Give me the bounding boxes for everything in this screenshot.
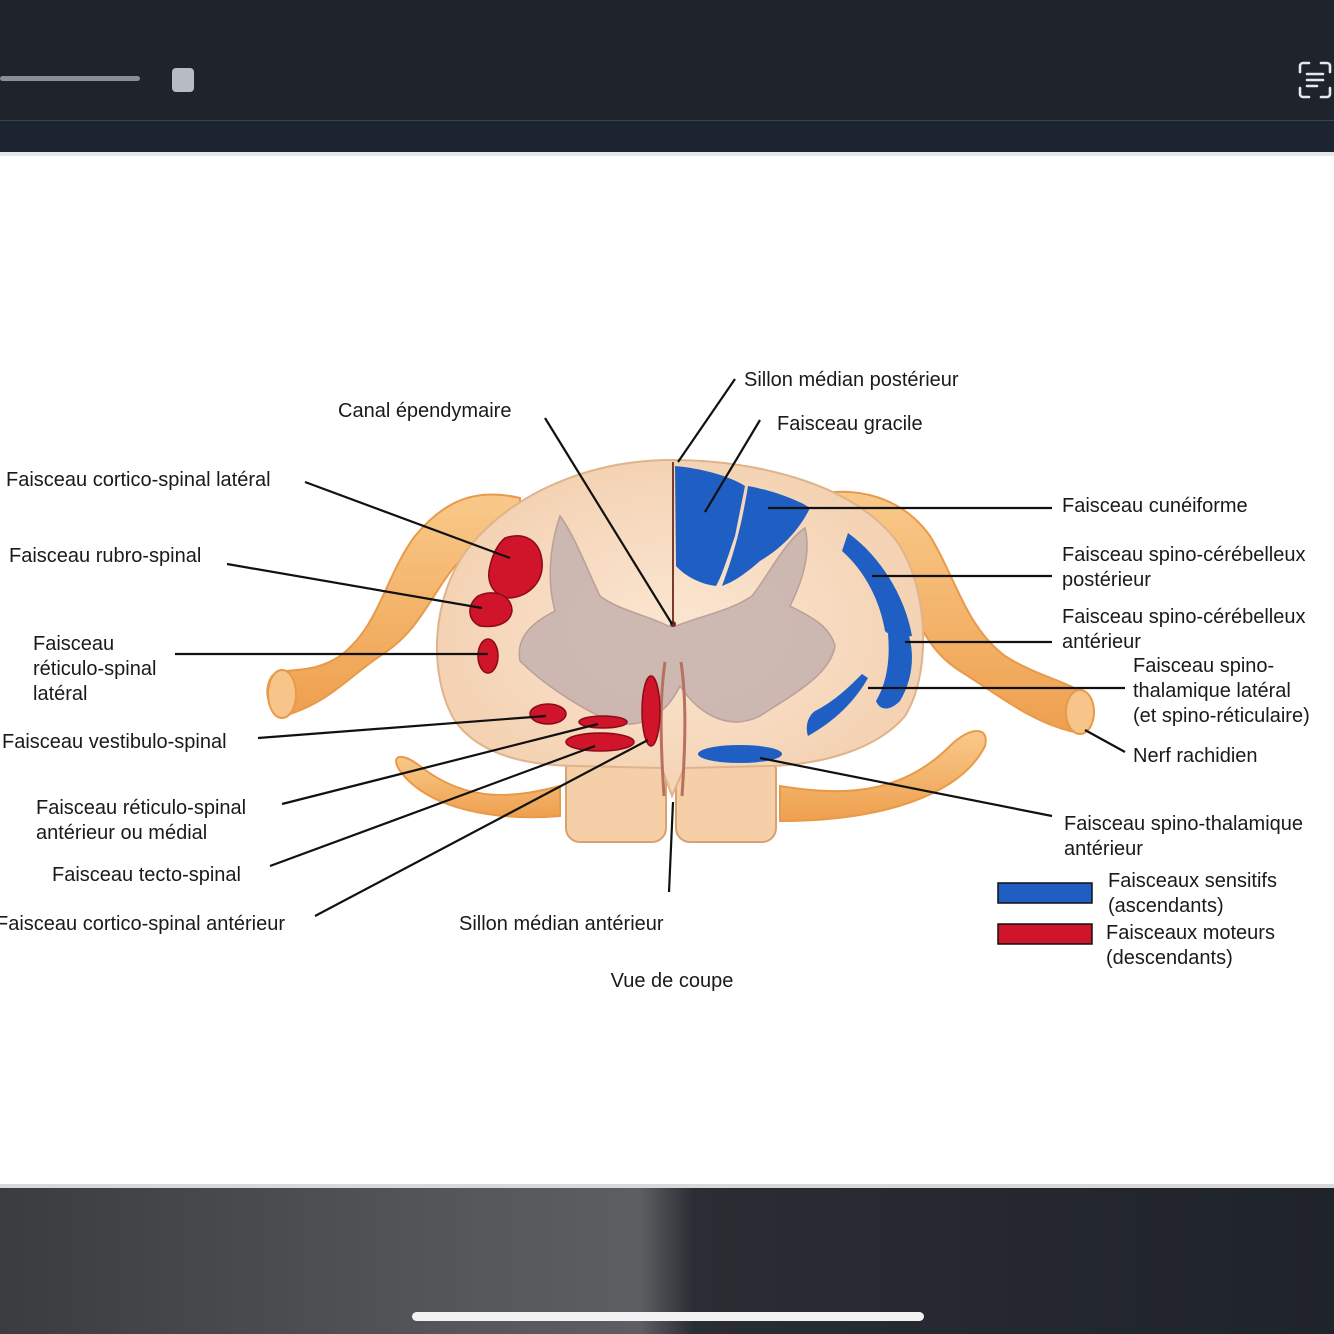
lateral-spinothalamic-tract (806, 674, 868, 736)
spinal-cord-cross-section-diagram: Sillon médian postérieur Canal épendymai… (0, 369, 1311, 992)
vestibulospinal-tract (529, 703, 567, 725)
legend-swatch-motor (997, 923, 1093, 945)
viewer-band-top (0, 120, 1334, 157)
label-spino-thalamique-anterieur: Faisceau spino-thalamique antérieur (1064, 813, 1309, 860)
legend-label-sensory: Faisceaux sensitifs (ascendants) (1108, 870, 1283, 917)
rubrospinal-tract (469, 592, 513, 628)
grey-matter (518, 514, 836, 725)
tectospinal-tract (565, 732, 635, 752)
caption-vue-de-coupe: Vue de coupe (611, 970, 734, 992)
legend-swatch-sensory (997, 882, 1093, 904)
page-scrubber-track[interactable] (0, 76, 140, 81)
anterior-corticospinal-tract (641, 675, 661, 747)
cuneate-tract (722, 486, 810, 586)
label-spino-cerebelleux-anterieur: Faisceau spino-cérébelleux antérieur (1062, 606, 1311, 653)
text-scan-icon[interactable] (1296, 60, 1334, 100)
label-rubro-spinal: Faisceau rubro-spinal (9, 545, 201, 567)
label-canal-ependymaire: Canal épendymaire (338, 400, 511, 422)
label-cortico-spinal-anterieur: Faisceau cortico-spinal antérieur (0, 913, 285, 935)
lateral-corticospinal-tract (488, 535, 543, 599)
lateral-reticulospinal-tract (477, 638, 499, 674)
label-cortico-spinal-lateral: Faisceau cortico-spinal latéral (6, 469, 271, 491)
label-sillon-median-posterieur: Sillon médian postérieur (744, 369, 959, 391)
legend-label-motor: Faisceaux moteurs (descendants) (1106, 922, 1281, 969)
motor-tracts (469, 535, 661, 752)
anterior-median-fissure (659, 661, 687, 797)
viewer-top-bar (0, 0, 1334, 120)
page-edge-bottom (0, 1184, 1334, 1188)
page-edge (0, 152, 1334, 156)
legend: Faisceaux sensitifs (ascendants) Faiscea… (997, 870, 1283, 969)
label-nerf-rachidien: Nerf rachidien (1133, 745, 1258, 767)
label-faisceau-gracile: Faisceau gracile (777, 413, 923, 435)
posterior-spinocerebellar-tract (842, 533, 912, 637)
page-scrubber-thumb[interactable] (172, 68, 194, 92)
label-sillon-median-anterieur: Sillon médian antérieur (459, 913, 664, 935)
label-spino-thalamique-lateral: Faisceau spino- thalamique latéral (et s… (1133, 655, 1310, 727)
leader-lines (175, 378, 1126, 917)
viewer-bottom-area (0, 1188, 1334, 1334)
label-vestibulo-spinal: Faisceau vestibulo-spinal (2, 731, 227, 753)
label-reticulo-spinal-anterieur: Faisceau réticulo-spinal antérieur ou mé… (36, 797, 252, 844)
home-indicator[interactable] (412, 1312, 924, 1321)
gracile-tract (675, 466, 745, 586)
label-spino-cerebelleux-posterieur: Faisceau spino-cérébelleux postérieur (1062, 544, 1311, 591)
label-tecto-spinal: Faisceau tecto-spinal (52, 864, 241, 886)
label-reticulo-spinal-lateral: Faisceau réticulo-spinal latéral (33, 633, 162, 705)
label-cuneiforme: Faisceau cunéiforme (1062, 495, 1248, 517)
